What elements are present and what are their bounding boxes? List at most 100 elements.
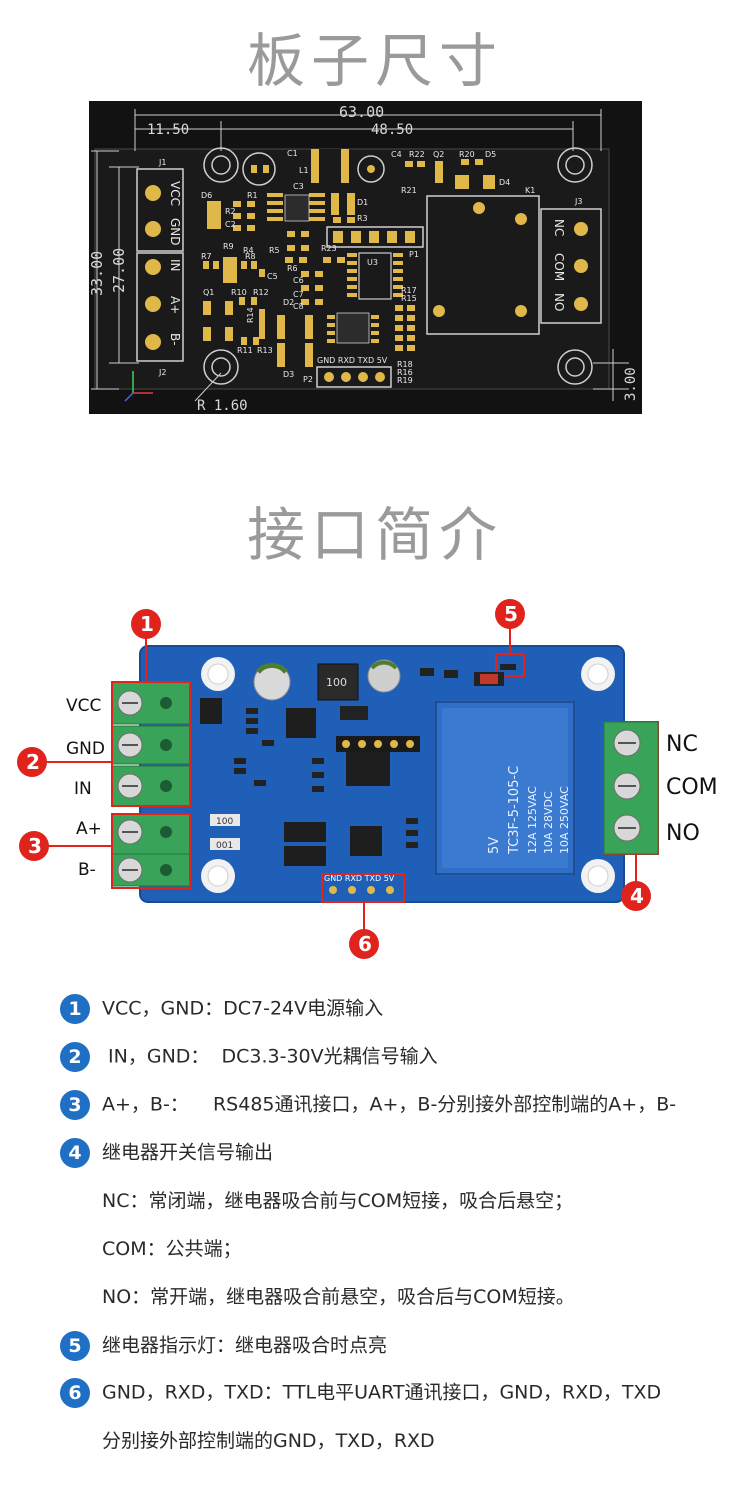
board-size-title: 板子尺寸 [246, 27, 503, 95]
dim-radius: R 1.60 [197, 398, 248, 414]
interface-title: 接口简介 [246, 501, 503, 569]
pcb-p2: P2 [303, 375, 313, 384]
pcb-dimension-drawing: 63.00 11.50 48.50 33.00 27.00 3.00 R 1.6… [89, 101, 642, 414]
badge-3: 3 [28, 834, 42, 858]
label-b-minus: B- [78, 860, 96, 880]
dim-left-offset: 11.50 [147, 122, 189, 138]
pcb-r15: R15 [401, 294, 417, 303]
pcb-r8: R8 [245, 252, 256, 261]
pcb-j2: J2 [158, 368, 166, 377]
pcb-p2-pins: GND RXD TXD 5V [317, 356, 388, 365]
pcb-p1: P1 [409, 250, 419, 259]
pcb-r13: R13 [257, 346, 273, 355]
desc-num-6: 6 [60, 1377, 90, 1408]
pcb-b-minus: B- [168, 333, 182, 346]
pcb-r6: R6 [287, 264, 298, 273]
pcb-r14: R14 [246, 307, 255, 323]
pcb-r11: R11 [237, 346, 253, 355]
inductor-marking: 100 [326, 676, 347, 689]
pcb-l1: L1 [299, 166, 309, 175]
pcb-q2: Q2 [433, 150, 444, 159]
pcb-k1: K1 [525, 186, 535, 195]
marking-001: 001 [216, 841, 233, 851]
desc-num-1: 1 [60, 993, 90, 1024]
relay-rating-2: 10A 28VDC [542, 791, 555, 854]
pcb-r21: R21 [401, 186, 417, 195]
pcb-r16: R16 [397, 368, 413, 377]
pcb-c2: C2 [225, 220, 236, 229]
pcb-nc: NC [552, 219, 566, 236]
label-no: NO [666, 821, 700, 846]
pcb-c7: C7 [293, 290, 304, 299]
pcb-r20: R20 [459, 150, 475, 159]
pcb-in: IN [168, 259, 182, 272]
badge-2: 2 [26, 750, 40, 774]
pcb-u3: U3 [367, 258, 378, 267]
pcb-r23: R23 [321, 244, 337, 253]
label-a-plus: A+ [76, 819, 102, 839]
label-com: COM [666, 775, 718, 800]
label-vcc: VCC [66, 696, 101, 716]
desc-text-5: 继电器指示灯：继电器吸合时点亮 [102, 1334, 388, 1357]
pcb-d1: D1 [357, 198, 368, 207]
desc-text-2: IN，GND： DC3.3-30V光耦信号输入 [102, 1045, 438, 1068]
pcb-r4: R4 [243, 246, 254, 255]
dim-hole-span: 48.50 [371, 122, 413, 138]
desc-text-1: VCC，GND：DC7-24V电源输入 [102, 997, 384, 1020]
pcb-d4: D4 [499, 178, 510, 187]
pcb-vcc: VCC [168, 181, 182, 206]
desc-num-3: 3 [60, 1089, 90, 1120]
pcb-c3: C3 [293, 182, 304, 191]
label-nc: NC [666, 732, 698, 757]
desc-text-4: 继电器开关信号输出 [102, 1141, 274, 1164]
desc-com-line: COM：公共端； [102, 1238, 242, 1260]
dim-hole-height: 27.00 [110, 248, 128, 293]
pcb-gnd: GND [168, 218, 182, 246]
pcb-r10: R10 [231, 288, 247, 297]
relay-voltage: 5V [487, 837, 502, 854]
desc-six-continuation: 分别接外部控制端的GND，TXD，RXD [102, 1430, 435, 1452]
pcb-r7: R7 [201, 252, 212, 261]
pcb-r5: R5 [269, 246, 280, 255]
pcb-r1: R1 [247, 191, 258, 200]
desc-num-5: 5 [60, 1330, 90, 1361]
pcb-no: NO [552, 293, 566, 311]
pcb-c4: C4 [391, 150, 402, 159]
badge-5: 5 [504, 602, 518, 626]
pcb-d6: D6 [201, 191, 212, 200]
pcb-r18: R18 [397, 360, 413, 369]
badge-4: 4 [630, 884, 644, 908]
pcb-d3: D3 [283, 370, 294, 379]
pcb-j1: J1 [158, 158, 166, 167]
pcb-r12: R12 [253, 288, 269, 297]
desc-item-2: 2 IN，GND： DC3.3-30V光耦信号输入 [60, 1041, 740, 1072]
module-illustration: VCC GND IN A+ B- NC COM NO 5V TC3F-5-105… [17, 599, 718, 959]
pcb-com: COM [552, 253, 566, 281]
desc-item-1: 1 VCC，GND：DC7-24V电源输入 [60, 993, 740, 1024]
desc-num-2: 2 [60, 1041, 90, 1072]
dim-total-height: 33.00 [89, 251, 106, 296]
relay-rating-1: 12A 125VAC [526, 786, 539, 854]
label-in: IN [74, 779, 92, 799]
marking-100: 100 [216, 817, 233, 827]
pcb-r2: R2 [225, 207, 236, 216]
pcb-a-plus: A+ [168, 296, 182, 314]
dim-total-width: 63.00 [339, 103, 384, 121]
pcb-r3: R3 [357, 214, 368, 223]
pcb-c5: C5 [267, 272, 278, 281]
pcb-r9: R9 [223, 242, 234, 251]
badge-6: 6 [358, 932, 372, 956]
dim-edge-offset: 3.00 [623, 367, 639, 401]
pcb-q1: Q1 [203, 288, 214, 297]
relay-rating-3: 10A 250VAC [558, 786, 571, 854]
desc-item-5: 5 继电器指示灯：继电器吸合时点亮 [60, 1330, 740, 1361]
module-p2-pins: GND RXD TXD 5V [324, 874, 395, 883]
desc-item-6: 6 GND，RXD，TXD：TTL电平UART通讯接口，GND，RXD，TXD [60, 1377, 740, 1408]
pcb-d5: D5 [485, 150, 496, 159]
label-gnd: GND [66, 739, 105, 759]
desc-no-line: NO：常开端，继电器吸合前悬空，吸合后与COM短接。 [102, 1286, 575, 1308]
desc-nc-line: NC：常闭端，继电器吸合前与COM短接，吸合后悬空； [102, 1190, 574, 1212]
pcb-j3: J3 [574, 197, 582, 206]
desc-text-6: GND，RXD，TXD：TTL电平UART通讯接口，GND，RXD，TXD [102, 1381, 662, 1404]
